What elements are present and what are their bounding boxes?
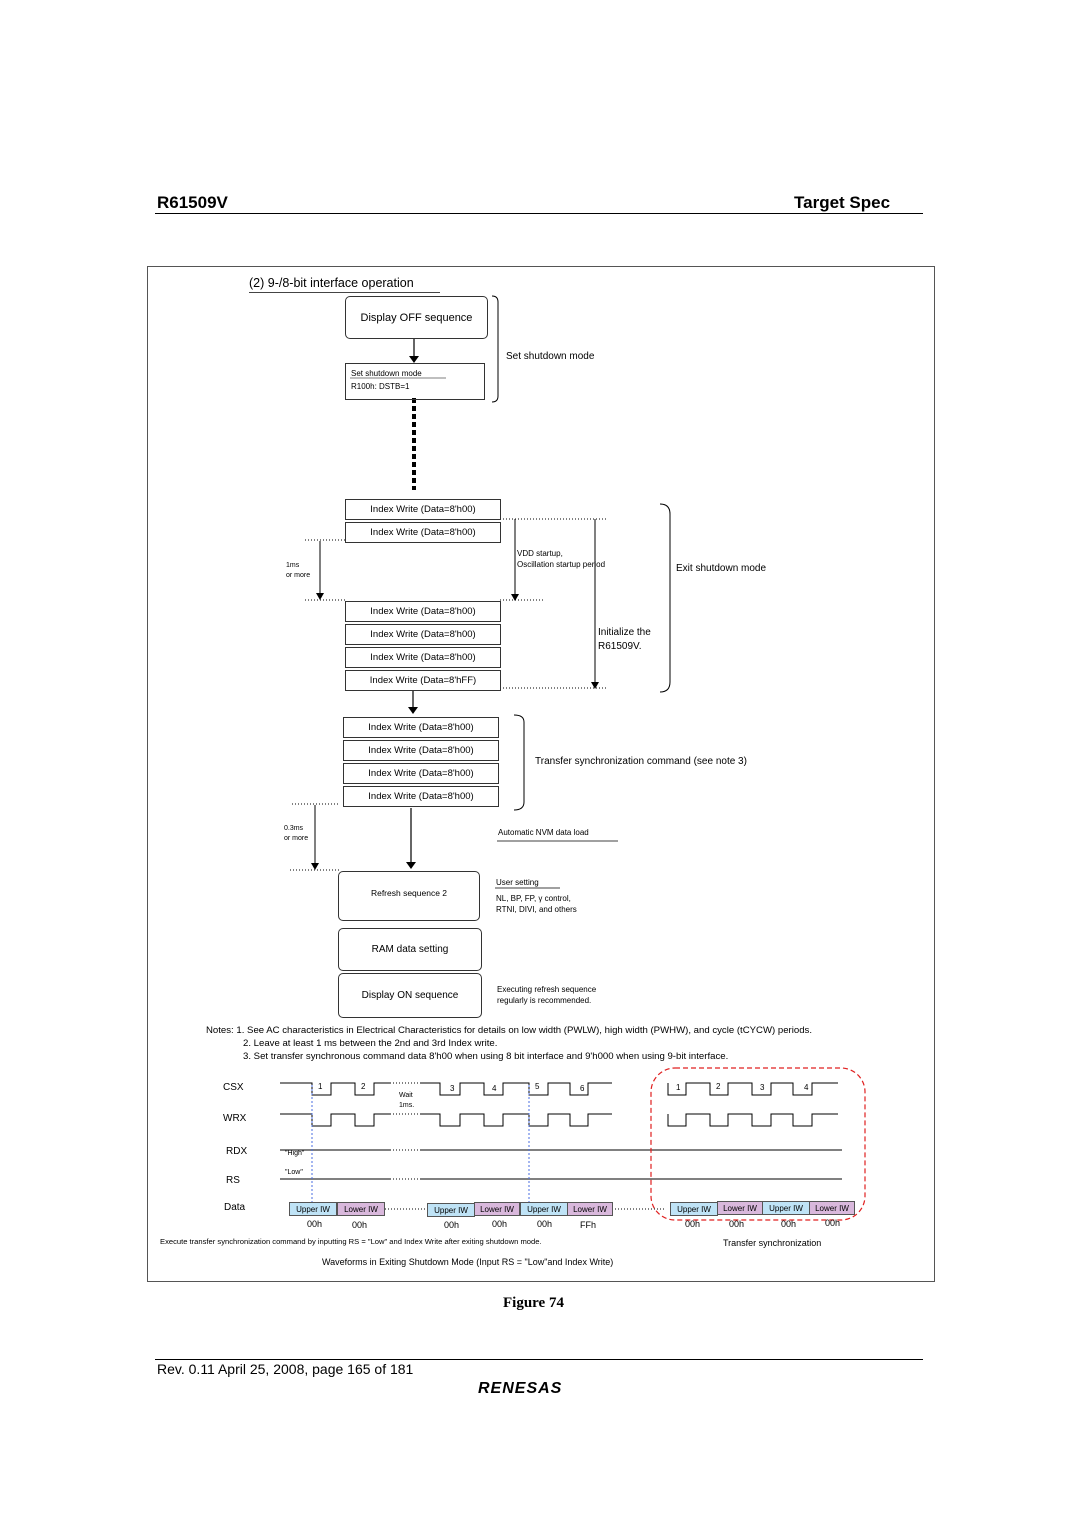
index-write-box: Index Write (Data=8'h00) <box>345 647 501 668</box>
data-cell-upper: Upper IW <box>520 1202 568 1216</box>
signal-label-wrx: WRX <box>223 1113 247 1124</box>
rdx-high-label: "High" <box>285 1150 305 1157</box>
wait-duration-label: 1ms. <box>399 1102 415 1109</box>
doc-part-number: R61509V <box>157 193 228 212</box>
index-write-box: Index Write (Data=8'h00) <box>345 522 501 543</box>
data-cell-lower: Lower IW <box>717 1201 763 1215</box>
index-write-box: Index Write (Data=8'h00) <box>345 499 501 520</box>
data-value: FFh <box>580 1220 597 1230</box>
footer-rule <box>155 1359 923 1360</box>
signal-label-rdx: RDX <box>226 1146 248 1157</box>
rs-low-label: "Low" <box>285 1169 303 1176</box>
sync-write-box: Index Write (Data=8'h00) <box>343 740 499 761</box>
user-setting-label: User setting <box>496 878 539 887</box>
waveform-caption: Waveforms in Exiting Shutdown Mode (Inpu… <box>322 1257 614 1267</box>
figure-frame <box>147 266 935 1282</box>
data-cell-lower: Lower IW <box>337 1202 385 1216</box>
pulse-number: 3 <box>760 1083 765 1092</box>
sync-write-box: Index Write (Data=8'h00) <box>343 717 499 738</box>
data-value: 00h <box>444 1220 460 1230</box>
index-write-box: Index Write (Data=8'hFF) <box>345 670 501 691</box>
header-rule <box>155 213 923 214</box>
data-cell-upper: Upper IW <box>427 1203 475 1217</box>
pulse-number: 4 <box>804 1083 809 1092</box>
shutdown-box-register: R100h: DSTB=1 <box>351 382 410 391</box>
data-cell-upper: Upper IW <box>762 1201 810 1215</box>
pulse-number: 1 <box>676 1083 681 1092</box>
user-setting-detail-1: NL, BP, FP, γ control, <box>496 894 571 903</box>
exec-refresh-note-1: Executing refresh sequence <box>497 985 597 994</box>
pulse-number: 3 <box>450 1084 455 1093</box>
data-value: 00h <box>537 1219 553 1229</box>
one-ms-label: 1ms <box>286 562 300 569</box>
pulse-number: 4 <box>492 1084 497 1093</box>
data-value: 00h <box>307 1219 323 1229</box>
section-title-underline <box>249 292 440 293</box>
exit-shutdown-label: Exit shutdown mode <box>676 563 767 574</box>
note-1: Notes: 1. See AC characteristics in Elec… <box>206 1025 813 1036</box>
figure-label: Figure 74 <box>503 1295 564 1311</box>
transfer-sync-command-label: Transfer synchronization command (see no… <box>535 756 747 767</box>
index-write-box: Index Write (Data=8'h00) <box>345 624 501 645</box>
pulse-number: 2 <box>716 1082 721 1091</box>
sync-write-box: Index Write (Data=8'h00) <box>343 763 499 784</box>
pulse-number: 5 <box>535 1082 540 1091</box>
data-value: 00h <box>352 1220 368 1230</box>
or-more-label: or more <box>286 572 311 579</box>
wait-label: Wait <box>399 1092 413 1099</box>
user-setting-detail-2: RTNI, DIVI, and others <box>496 905 577 914</box>
initialize-label-2: R61509V. <box>598 641 642 652</box>
signal-label-csx: CSX <box>223 1082 244 1093</box>
ram-data-setting-box: RAM data setting <box>338 928 482 971</box>
data-cell-lower: Lower IW <box>474 1202 520 1216</box>
display-off-sequence-box: Display OFF sequence <box>345 296 488 339</box>
timing-waveforms <box>280 1067 866 1221</box>
transfer-sync-label: Transfer synchronization <box>723 1238 822 1248</box>
doc-status: Target Spec <box>794 193 891 212</box>
initialize-label-1: Initialize the <box>598 627 651 638</box>
note-2: 2. Leave at least 1 ms between the 2nd a… <box>243 1038 498 1049</box>
oscillation-startup-label: Oscillation startup period <box>517 560 606 569</box>
signal-label-rs: RS <box>226 1175 240 1186</box>
data-value: 00h <box>825 1218 841 1228</box>
display-on-sequence-box: Display ON sequence <box>338 973 482 1018</box>
sync-write-box: Index Write (Data=8'h00) <box>343 786 499 807</box>
revision-info: Rev. 0.11 April 25, 2008, page 165 of 18… <box>157 1361 414 1377</box>
flowchart-lines <box>290 295 671 889</box>
or-more-label-2: or more <box>284 835 309 842</box>
data-cell-upper: Upper IW <box>670 1202 718 1216</box>
data-cell-lower: Lower IW <box>567 1202 613 1216</box>
data-cell-upper: Upper IW <box>289 1202 337 1216</box>
index-write-box: Index Write (Data=8'h00) <box>345 601 501 622</box>
note-3: 3. Set transfer synchronous command data… <box>243 1051 729 1062</box>
vdd-startup-label: VDD startup, <box>517 549 563 558</box>
data-value: 00h <box>781 1219 797 1229</box>
pulse-number: 6 <box>580 1084 585 1093</box>
pulse-number: 2 <box>361 1082 366 1091</box>
nvm-load-label: Automatic NVM data load <box>498 828 589 837</box>
renesas-logo: RENESAS <box>478 1380 563 1397</box>
data-value: 00h <box>685 1219 701 1229</box>
exec-refresh-note-2: regularly is recommended. <box>497 996 592 1005</box>
set-shutdown-mode-label: Set shutdown mode <box>506 351 595 362</box>
exec-transfer-note: Execute transfer synchronization command… <box>160 1237 542 1246</box>
signal-label-data: Data <box>224 1202 246 1213</box>
refresh-sequence-box: Refresh sequence 2 <box>338 871 480 921</box>
data-cell-lower: Lower IW <box>809 1201 855 1215</box>
point3ms-label: 0.3ms <box>284 825 304 832</box>
data-value: 00h <box>729 1219 745 1229</box>
section-title: (2) 9-/8-bit interface operation <box>249 276 414 290</box>
data-value: 00h <box>492 1219 508 1229</box>
shutdown-box-title: Set shutdown mode <box>351 369 422 378</box>
pulse-number: 1 <box>318 1082 323 1091</box>
set-shutdown-box: Set shutdown mode R100h: DSTB=1 <box>345 363 485 400</box>
